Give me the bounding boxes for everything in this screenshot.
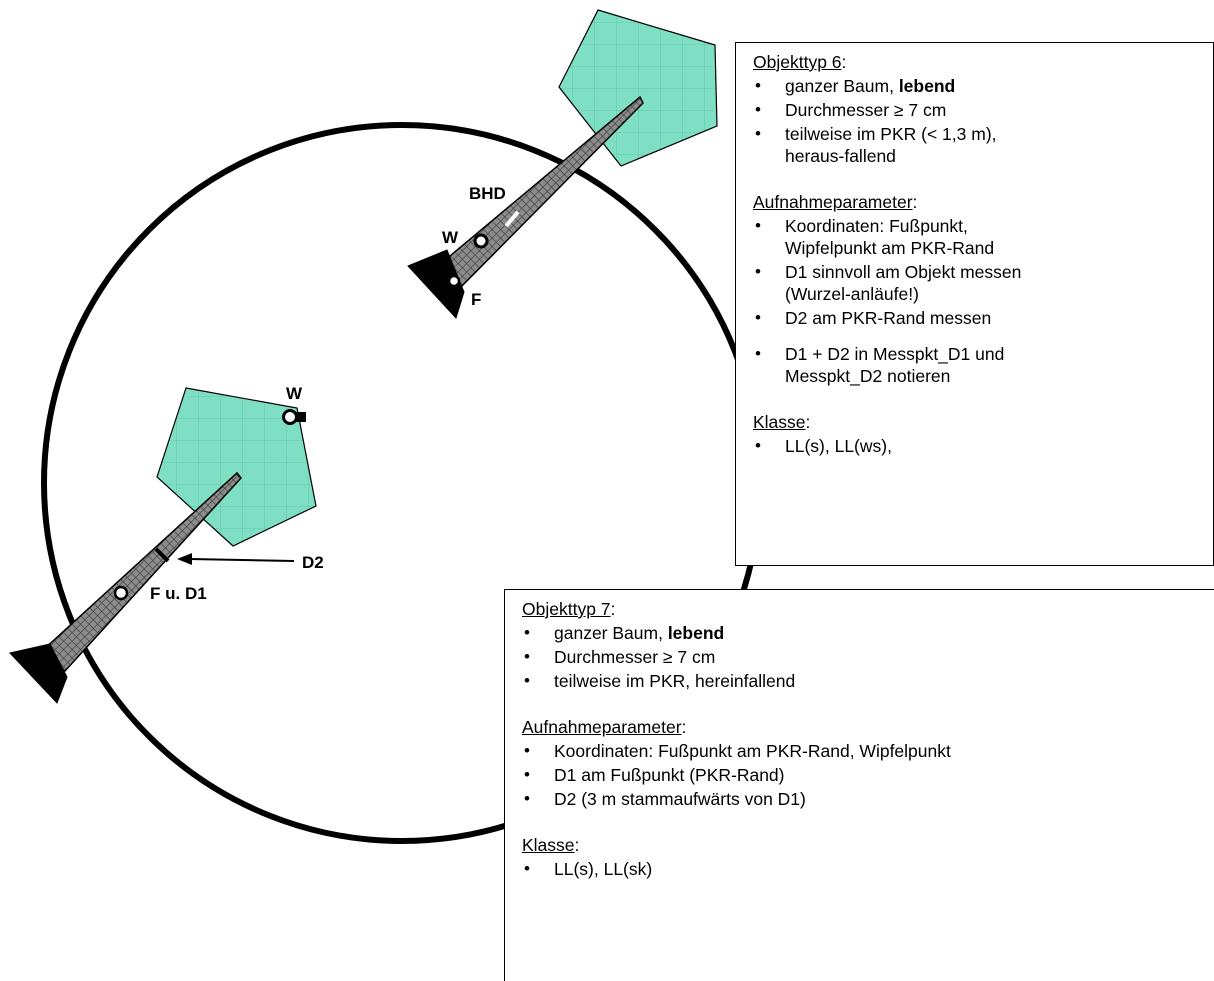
list-item: D1 + D2 in Messpkt_D1 und Messpkt_D2 not… <box>753 343 1035 387</box>
w-point-bottom <box>282 409 298 425</box>
objekttyp-6-heading: Objekttyp 6: <box>753 51 1201 73</box>
w-point-top <box>473 233 489 249</box>
objekttyp-6-classes: LL(s), LL(ws), <box>753 435 1201 457</box>
objekttyp-6-properties: ganzer Baum, lebend Durchmesser ≥ 7 cm t… <box>753 75 1201 167</box>
w-marker-square <box>296 412 306 422</box>
bhd-marker <box>504 210 520 228</box>
label-w-bottom: W <box>286 384 303 403</box>
objekttyp-7-classes: LL(s), LL(sk) <box>522 858 1202 880</box>
class-colon: : <box>574 835 580 855</box>
list-item: D2 am PKR-Rand messen <box>753 307 1201 329</box>
objekttyp-6-colon: : <box>841 52 847 72</box>
params-colon: : <box>681 717 687 737</box>
list-item: D1 am Fußpunkt (PKR-Rand) <box>522 764 1202 786</box>
d2-arrow-head <box>177 553 192 565</box>
params-title: Aufnahmeparameter <box>522 717 682 737</box>
objekttyp-7-params-heading: Aufnahmeparameter: <box>522 716 1202 738</box>
list-item: LL(s), LL(ws), <box>753 435 1201 457</box>
objekttyp-6-title: Objekttyp 6 <box>753 52 842 72</box>
tree-stem-bottom <box>40 471 242 673</box>
label-w-top: W <box>442 228 459 247</box>
tree-crown-top <box>558 9 718 167</box>
objekttyp-7-colon: : <box>610 599 616 619</box>
label-bhd: BHD <box>469 184 506 203</box>
list-item: ganzer Baum, lebend <box>753 75 1201 97</box>
tree-foot-top <box>407 249 465 319</box>
objekttyp-7-params: Koordinaten: Fußpunkt am PKR-Rand, Wipfe… <box>522 740 1202 810</box>
item-text: ganzer Baum, <box>554 623 668 643</box>
class-title: Klasse <box>753 412 806 432</box>
objekttyp-7-class-heading: Klasse: <box>522 834 1202 856</box>
objekttyp-6-params: Koordinaten: Fußpunkt, Wipfelpunkt am PK… <box>753 215 1201 387</box>
list-item: LL(s), LL(sk) <box>522 858 1202 880</box>
list-item: Koordinaten: Fußpunkt am PKR-Rand, Wipfe… <box>522 740 1202 762</box>
objekttyp-6-box: Objekttyp 6: ganzer Baum, lebend Durchme… <box>735 42 1214 566</box>
list-item: teilweise im PKR (< 1,3 m), heraus-falle… <box>753 123 1015 167</box>
objekttyp-7-title: Objekttyp 7 <box>522 599 611 619</box>
objekttyp-7-box: Objekttyp 7: ganzer Baum, lebend Durchme… <box>504 589 1214 981</box>
params-colon: : <box>912 192 918 212</box>
label-f-top: F <box>471 290 481 309</box>
f-d1-point-bottom <box>113 585 129 601</box>
list-item: Durchmesser ≥ 7 cm <box>753 99 1201 121</box>
label-f-u-d1: F u. D1 <box>150 584 207 603</box>
label-d2: D2 <box>302 553 324 572</box>
list-item: Koordinaten: Fußpunkt, Wipfelpunkt am PK… <box>753 215 1025 259</box>
item-bold: lebend <box>898 76 956 96</box>
f-point-top <box>447 274 461 288</box>
tree-crown-bottom <box>156 387 317 547</box>
d2-arrow-line <box>189 558 295 562</box>
class-colon: : <box>805 412 811 432</box>
objekttyp-6-class-heading: Klasse: <box>753 411 1201 433</box>
list-item: D1 sinnvoll am Objekt messen (Wurzel-anl… <box>753 261 1030 305</box>
list-item: ganzer Baum, lebend <box>522 622 1202 644</box>
objekttyp-7-properties: ganzer Baum, lebend Durchmesser ≥ 7 cm t… <box>522 622 1202 692</box>
list-item: Durchmesser ≥ 7 cm <box>522 646 1202 668</box>
tree-foot-bottom <box>9 643 68 704</box>
d2-marker <box>154 547 170 563</box>
objekttyp-6-params-heading: Aufnahmeparameter: <box>753 191 1201 213</box>
class-title: Klasse <box>522 835 575 855</box>
list-item: teilweise im PKR, hereinfallend <box>522 670 1202 692</box>
item-text: ganzer Baum, <box>785 76 899 96</box>
params-title: Aufnahmeparameter <box>753 192 913 212</box>
objekttyp-7-heading: Objekttyp 7: <box>522 598 1202 620</box>
list-item: D2 (3 m stammaufwärts von D1) <box>522 788 1202 810</box>
item-bold: lebend <box>667 623 725 643</box>
